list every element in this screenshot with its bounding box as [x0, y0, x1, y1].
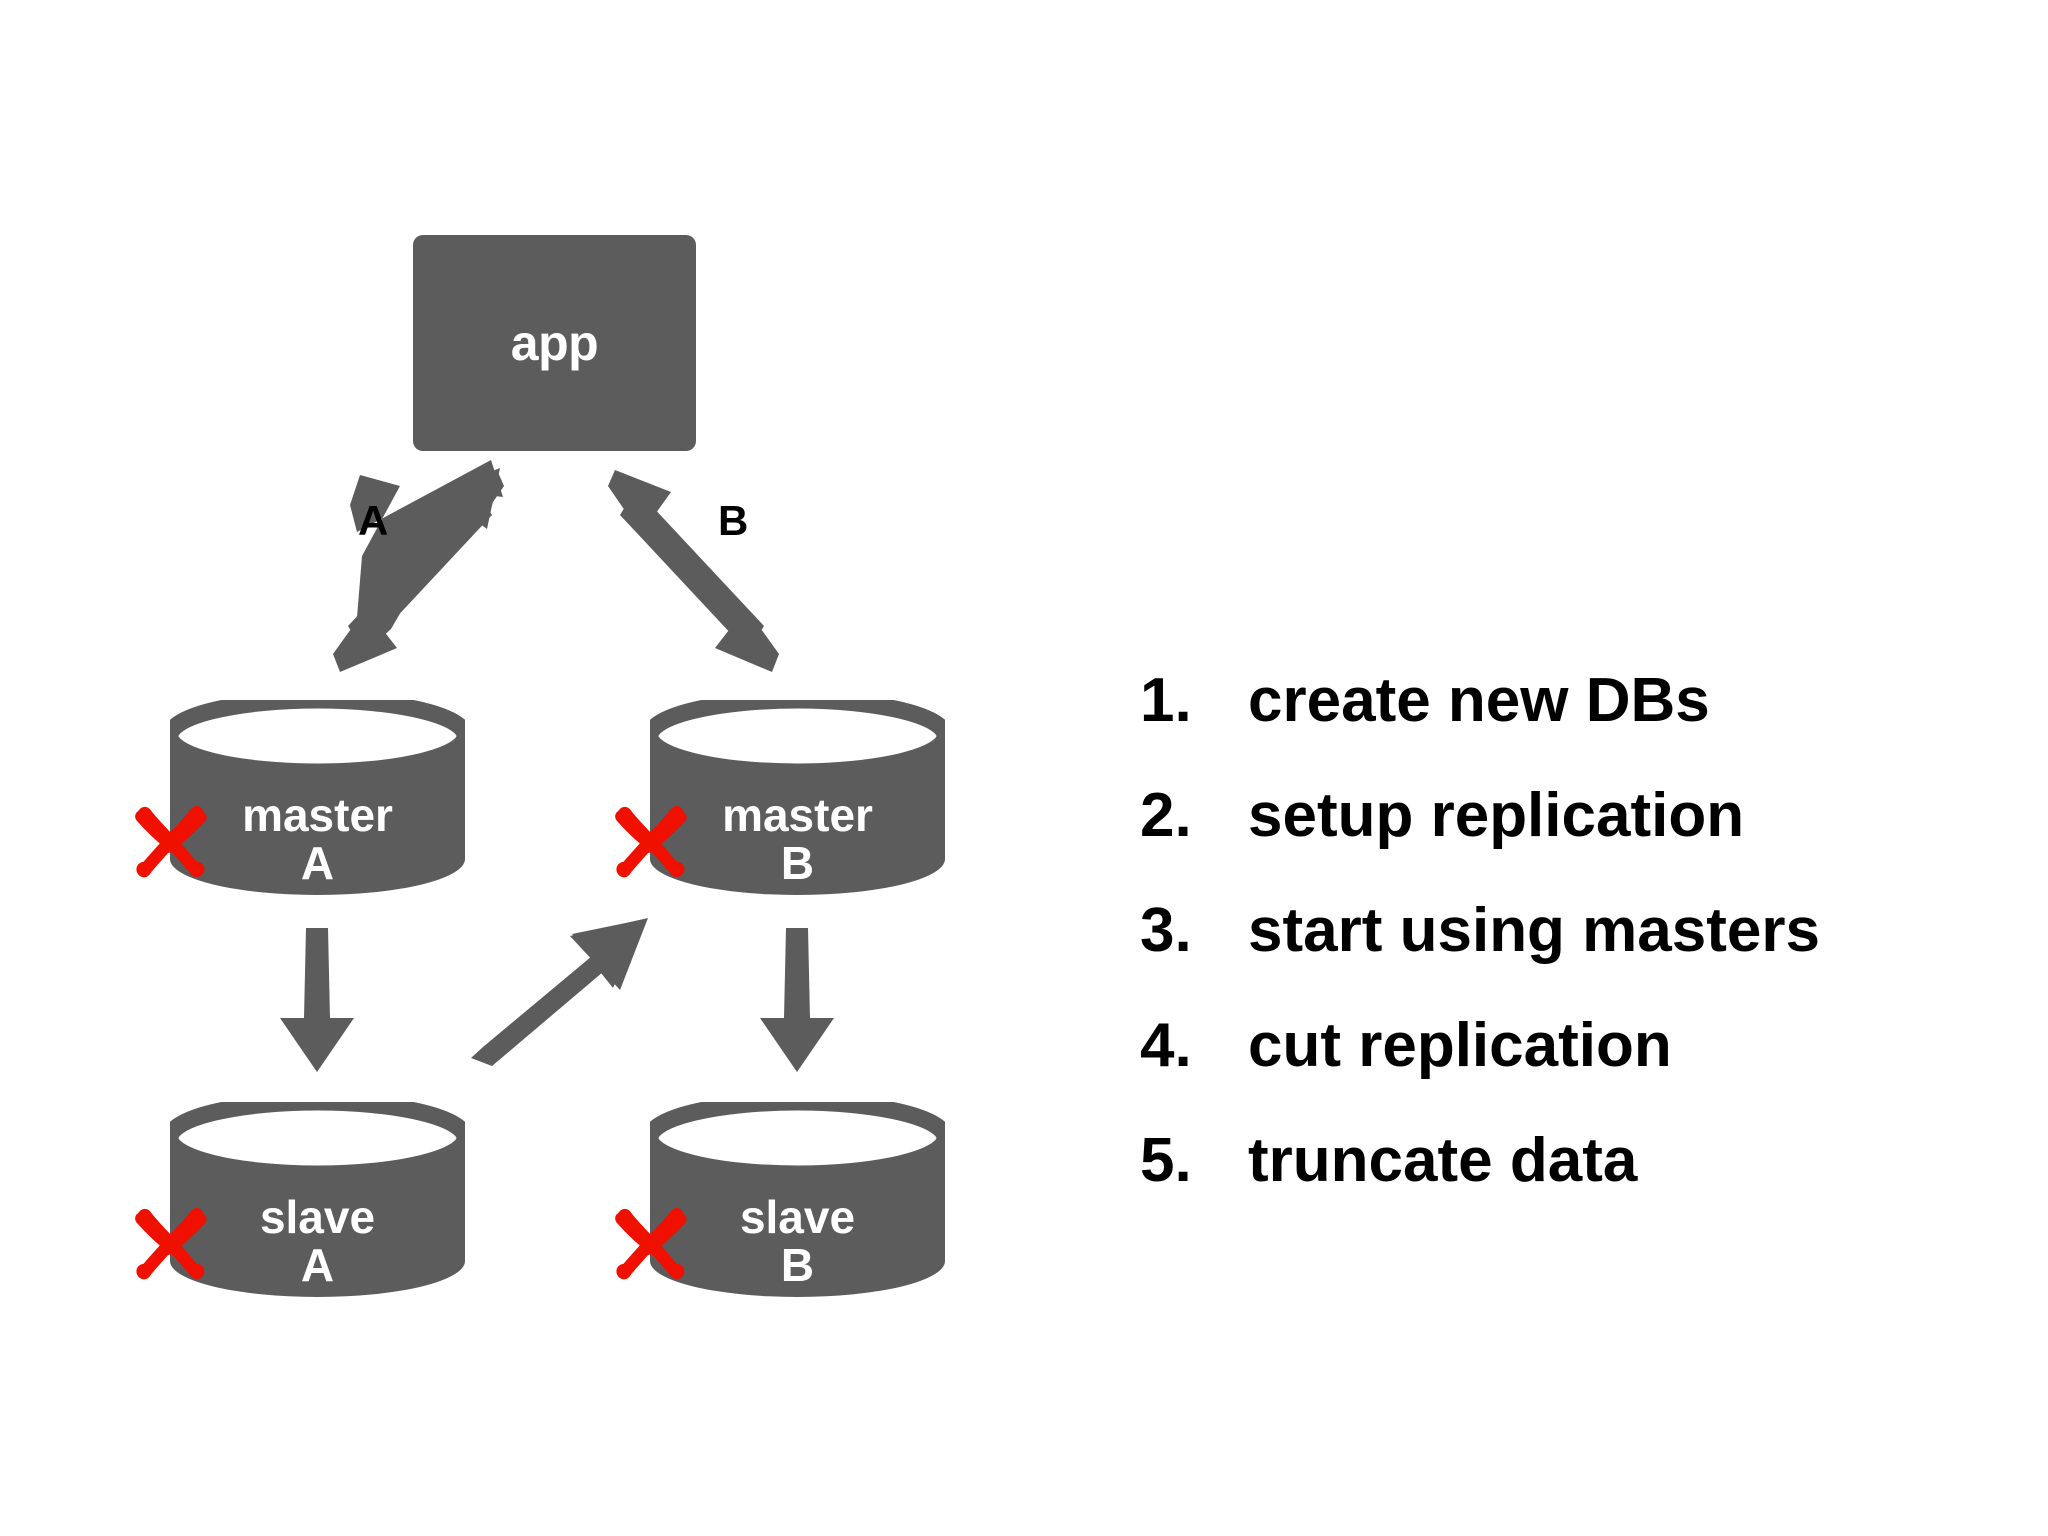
node-master-b-text: master B	[615, 789, 945, 889]
list-item: 5. truncate data	[1140, 1128, 1980, 1193]
node-master-a-role: master	[242, 789, 393, 841]
step-number: 1.	[1140, 666, 1192, 735]
step-text: create new DBs	[1248, 666, 1710, 735]
edge-label-a: A	[358, 497, 389, 544]
node-slave-a-idrow: A	[135, 1207, 465, 1291]
node-master-a[interactable]: master A	[135, 700, 465, 895]
step-text: setup replication	[1248, 781, 1745, 851]
list-item: 3. start using masters	[1140, 898, 1980, 963]
node-master-a-idrow: A	[135, 805, 465, 889]
node-master-b-role: master	[722, 789, 873, 841]
step-number: 3.	[1140, 896, 1192, 966]
node-master-b-id: B	[780, 836, 815, 889]
node-slave-b-text: slave B	[615, 1191, 945, 1291]
node-slave-a-text: slave A	[135, 1191, 465, 1291]
node-master-a-id: A	[300, 836, 335, 889]
step-text: start using masters	[1248, 896, 1820, 966]
cylinder-shape	[650, 700, 945, 895]
node-master-b-idrow: B	[615, 805, 945, 889]
cylinder-shape	[170, 1102, 465, 1297]
node-slave-b-id: B	[780, 1238, 815, 1291]
list-item: 4. cut replication	[1140, 1013, 1980, 1078]
node-slave-a-id: A	[300, 1238, 335, 1291]
node-master-b[interactable]: master B	[615, 700, 945, 895]
arrows-layer	[280, 460, 834, 1072]
edge-label-b: B	[718, 497, 749, 544]
node-slave-b[interactable]: slave B	[615, 1102, 945, 1297]
edge-app-to-master-a-arrow	[333, 460, 504, 672]
node-app-label: app	[510, 315, 599, 371]
list-item: 2. setup replication	[1140, 783, 1980, 848]
node-slave-a-role: slave	[259, 1191, 376, 1243]
cylinder-shape	[650, 1102, 945, 1297]
edge-master-a-to-slave-a-arrow	[280, 928, 354, 1072]
list-item: 1. create new DBs	[1140, 668, 1980, 733]
edge-slave-a-to-master-b-arrow	[471, 918, 648, 1066]
node-slave-a[interactable]: slave A	[135, 1102, 465, 1297]
node-master-a-text: master A	[135, 789, 465, 889]
node-app[interactable]: app	[413, 235, 696, 451]
edge-app-to-master-b-arrow	[608, 470, 779, 672]
node-slave-b-role: slave	[739, 1191, 856, 1243]
migration-steps-list: 1. create new DBs 2. setup replication 3…	[1140, 668, 1980, 1194]
cylinder-shape	[170, 700, 465, 895]
step-number: 2.	[1140, 781, 1192, 851]
step-text: cut replication	[1248, 1011, 1672, 1081]
step-number: 4.	[1140, 1011, 1192, 1081]
step-text: truncate data	[1248, 1126, 1638, 1196]
architecture-diagram: app A B master A	[135, 235, 945, 1297]
step-number: 5.	[1140, 1126, 1192, 1196]
edge-master-b-to-slave-b-arrow	[760, 928, 834, 1072]
node-slave-b-idrow: B	[615, 1207, 945, 1291]
